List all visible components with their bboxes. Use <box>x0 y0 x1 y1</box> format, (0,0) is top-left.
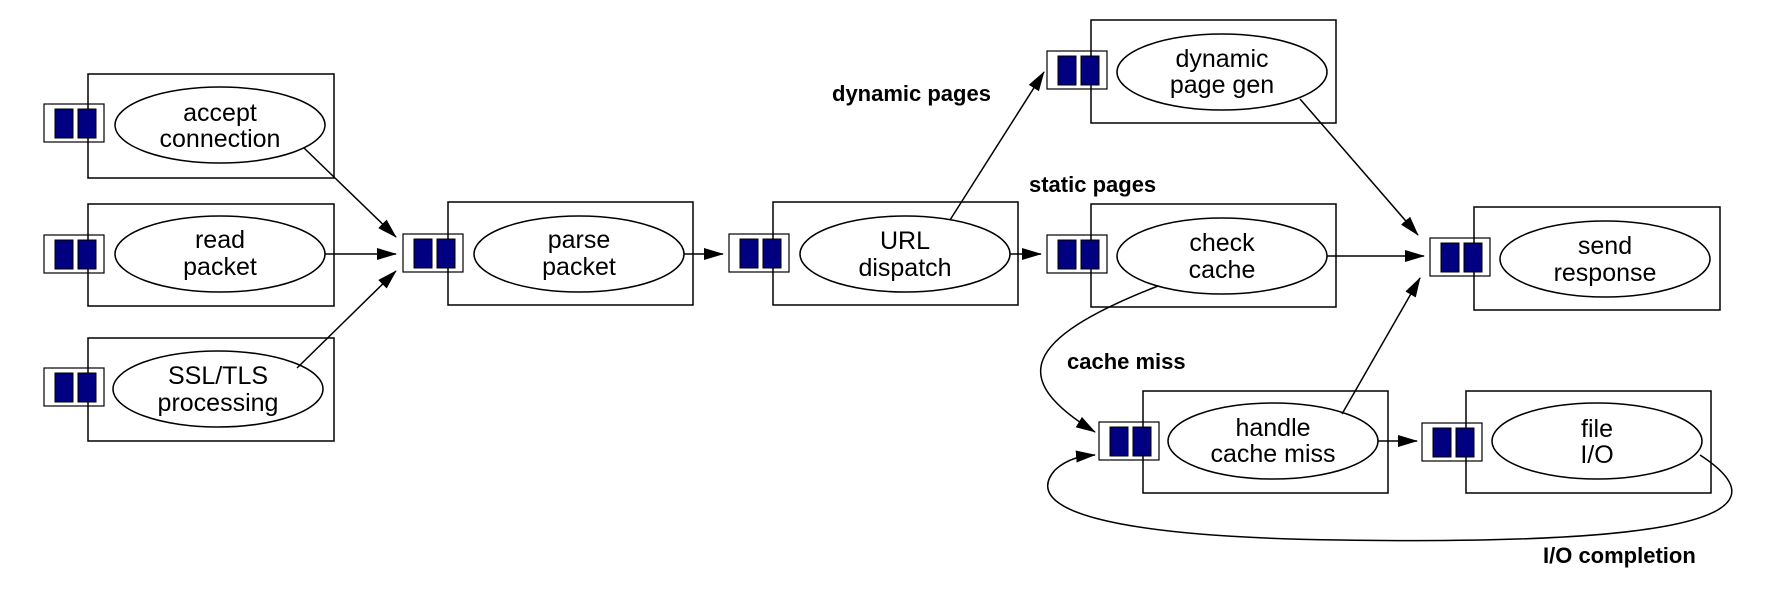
stage-send-response: send response <box>1429 206 1721 311</box>
stage-file-io: file I/O <box>1421 390 1712 494</box>
queue-icon <box>728 233 790 273</box>
edges <box>296 71 1733 542</box>
stage-label-line1: file <box>1581 415 1613 443</box>
stage-ssl-tls-processing: SSL/TLS processing <box>43 337 335 442</box>
edge-ssl-to-parse <box>296 270 397 369</box>
queue-icon <box>43 367 105 407</box>
stage-dynamic-page-gen: dynamic page gen <box>1046 19 1337 124</box>
queue-icon <box>1098 421 1160 461</box>
queue-icon <box>43 103 105 143</box>
label-dynamic-pages: dynamic pages <box>832 81 991 106</box>
stage-label-line2: I/O <box>1580 441 1613 469</box>
stage-label-line2: connection <box>160 125 281 153</box>
queue-icon <box>1429 237 1491 277</box>
stage-ellipse <box>114 86 326 164</box>
stage-check-cache: check cache <box>1046 203 1337 308</box>
stage-label-line1: send <box>1578 232 1632 260</box>
label-io-completion: I/O completion <box>1543 543 1696 568</box>
edge-miss-to-send <box>1341 277 1421 415</box>
stage-label-line1: check <box>1189 229 1255 257</box>
stage-label-line2: cache <box>1189 256 1256 284</box>
stage-label-line2: page gen <box>1170 71 1274 99</box>
edge-io-completion <box>1046 450 1733 542</box>
stage-label-line1: URL <box>880 227 930 255</box>
stage-label-line2: cache miss <box>1210 440 1335 468</box>
stage-label-line1: parse <box>548 226 611 254</box>
stage-label-line2: processing <box>158 389 279 417</box>
queue-icon <box>43 234 105 274</box>
stage-label-line1: dynamic <box>1175 45 1268 73</box>
edge-url-to-dynamic <box>949 71 1045 221</box>
queue-icon <box>402 233 464 273</box>
stage-label-line2: packet <box>542 253 616 281</box>
edge-dynamic-to-send <box>1299 98 1419 236</box>
stage-label-line2: dispatch <box>858 254 951 282</box>
label-static-pages: static pages <box>1029 172 1156 197</box>
stage-ellipse <box>112 350 324 428</box>
stage-ellipse <box>1116 33 1328 111</box>
stage-label-line2: packet <box>183 253 257 281</box>
stage-label-line1: SSL/TLS <box>168 362 268 390</box>
edge-accept-to-parse <box>303 147 397 238</box>
queue-icon <box>1046 234 1108 274</box>
queue-icon <box>1421 422 1483 462</box>
stage-handle-cache-miss: handle cache miss <box>1098 390 1389 494</box>
stage-url-dispatch: URL dispatch <box>728 201 1019 306</box>
stage-ellipse <box>1499 220 1711 298</box>
stage-label-line2: response <box>1554 259 1657 287</box>
stage-label-line1: accept <box>183 99 257 127</box>
stage-ellipse <box>1491 402 1703 480</box>
label-cache-miss: cache miss <box>1067 349 1186 374</box>
stage-label-line1: read <box>195 226 245 254</box>
stage-read-packet: read packet <box>43 203 335 307</box>
stage-accept-connection: accept connection <box>43 73 335 179</box>
edge-check-to-miss <box>1040 285 1159 433</box>
stage-label-line1: handle <box>1235 414 1310 442</box>
queue-icon <box>1046 50 1108 90</box>
stage-parse-packet: parse packet <box>402 201 694 306</box>
